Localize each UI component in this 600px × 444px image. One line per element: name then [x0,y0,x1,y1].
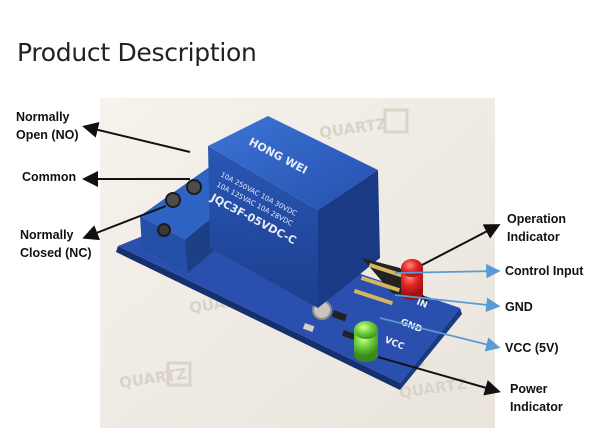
green-led [354,321,378,362]
label-vcc: VCC (5V) [505,341,559,355]
label-common: Common [22,170,77,184]
label-gnd: GND [505,300,533,314]
label-control-input: Control Input [505,264,584,278]
screw-nc [157,223,171,237]
smd-components [302,310,356,340]
screw-no [165,192,181,208]
page-title: Product Description [17,38,257,67]
relay-cube: HONG WEI 10A 250VAC 10A 30VDC 10A 125VAC… [208,116,380,308]
relay-module-photo: QUARTZ QUARTZ QUARTZ QUARTZ HONG WEI 10A… [100,98,495,428]
arrow-gnd [394,294,501,313]
silk-in: IN [415,298,429,311]
screw-common [186,179,202,195]
arrow-nc [82,205,167,241]
arrow-control [394,264,501,279]
arrow-vcc [379,317,501,352]
arrow-power [377,356,501,396]
arrow-no [82,122,191,153]
arrow-operation [421,224,501,266]
